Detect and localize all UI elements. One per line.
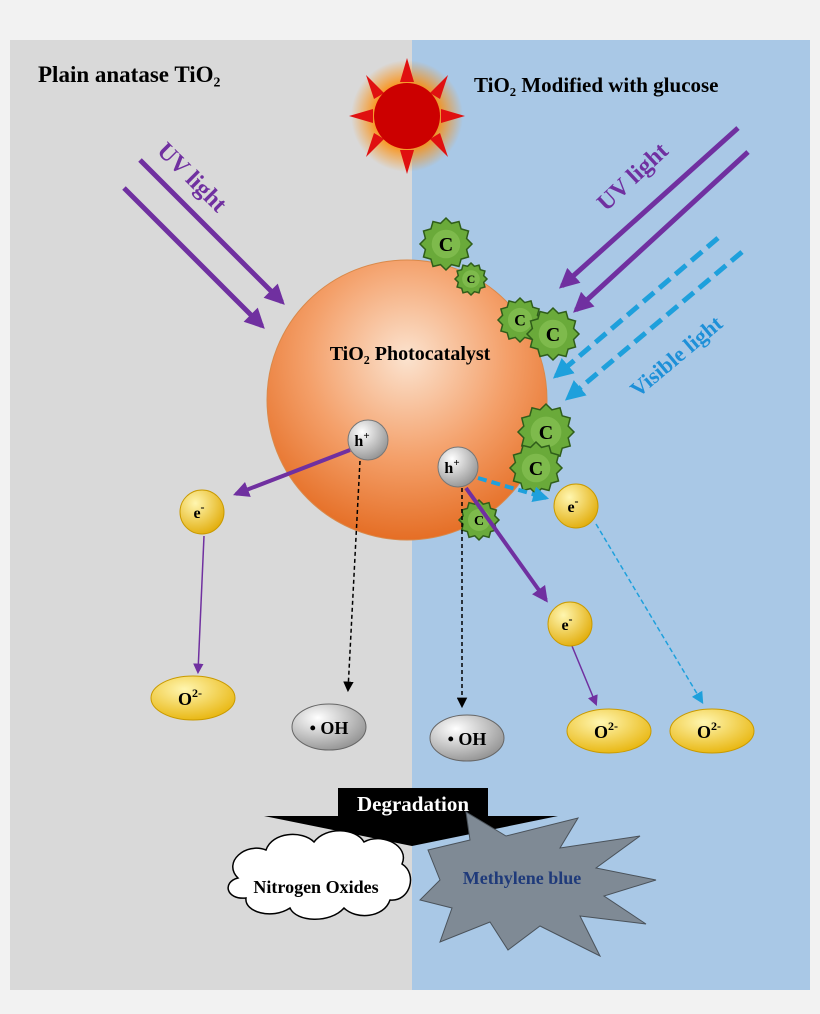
hole-left: h+ <box>347 419 389 461</box>
svg-text:C: C <box>474 514 484 529</box>
superoxide-right-visible: O2- <box>669 708 755 754</box>
visible-light-arrows <box>552 236 744 401</box>
hole-right: h+ <box>437 446 479 488</box>
svg-text:e-: e- <box>561 612 572 634</box>
svg-text:e-: e- <box>193 500 204 522</box>
transition-arrows <box>193 448 704 709</box>
svg-text:C: C <box>529 458 543 480</box>
uv-light-left-arrows <box>122 158 285 329</box>
svg-text:C: C <box>546 324 560 346</box>
electron-right-visible: e- <box>553 483 599 529</box>
svg-text:h+: h+ <box>444 457 459 477</box>
svg-text:C: C <box>439 234 453 256</box>
superoxide-right-uv: O2- <box>566 708 652 754</box>
right-panel-title: TiO₂ Modified with glucose <box>474 73 719 97</box>
sun-icon <box>349 58 465 174</box>
hydroxyl-left: • OH <box>291 703 367 751</box>
electron-left: e- <box>179 489 225 535</box>
nitrogen-oxides-label: Nitrogen Oxides <box>253 877 378 897</box>
degradation-label: Degradation <box>357 792 469 816</box>
svg-text:O2-: O2- <box>178 686 202 709</box>
nitrogen-oxides-cloud: Nitrogen Oxides <box>227 830 412 920</box>
superoxide-left: O2- <box>150 675 236 721</box>
svg-text:O2-: O2- <box>594 719 618 742</box>
carbon-cluster-6: C <box>508 440 564 496</box>
carbon-cluster-1: C <box>418 216 474 272</box>
svg-text:• OH: • OH <box>448 729 487 749</box>
svg-text:C: C <box>467 272 476 286</box>
svg-text:C: C <box>514 313 526 330</box>
svg-text:h+: h+ <box>354 430 369 450</box>
hydroxyl-right: • OH <box>429 714 505 762</box>
tio2-particle <box>266 259 548 541</box>
degradation-label-box <box>338 788 488 818</box>
electron-right-uv: e- <box>547 601 593 647</box>
methylene-blue-burst: Methylene blue <box>419 811 657 958</box>
carbon-cluster-4: C <box>525 306 581 362</box>
svg-text:C: C <box>539 422 553 444</box>
svg-text:O2-: O2- <box>697 719 721 742</box>
particle-label: TiO₂ Photocatalyst <box>330 343 491 365</box>
uv-light-right-arrows <box>559 126 750 313</box>
carbon-cluster-2: C <box>453 261 489 297</box>
left-panel-title: Plain anatase TiO₂ <box>38 62 221 87</box>
svg-text:• OH: • OH <box>310 718 349 738</box>
svg-text:e-: e- <box>567 494 578 516</box>
methylene-blue-label: Methylene blue <box>463 868 582 888</box>
